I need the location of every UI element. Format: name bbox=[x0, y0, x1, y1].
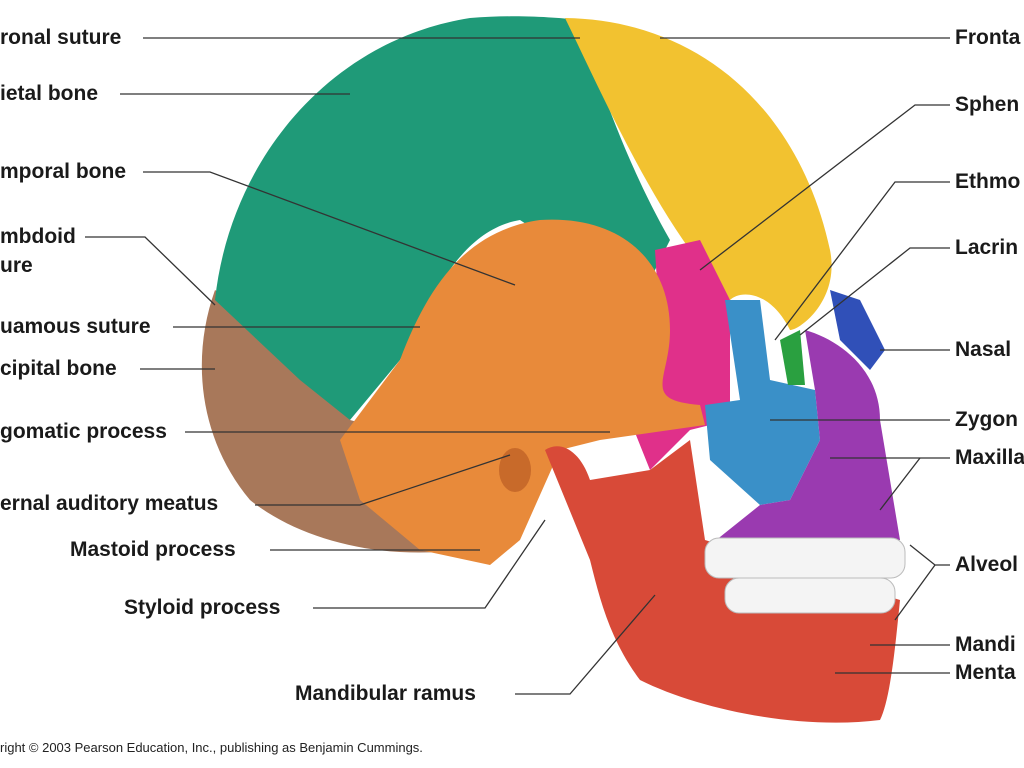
ethmoid-bone-shape bbox=[780, 330, 805, 385]
label-zygomatic-process: gomatic process bbox=[0, 420, 167, 443]
maxilla-bone-shape bbox=[710, 330, 900, 545]
label-styloid-process: Styloid process bbox=[124, 596, 281, 619]
label-mandible: Mandi bbox=[955, 633, 1016, 656]
label-zygomatic: Zygon bbox=[955, 408, 1018, 431]
label-maxilla: Maxilla bbox=[955, 446, 1024, 469]
label-occipital-bone: cipital bone bbox=[0, 357, 117, 380]
label-mandibular-ramus: Mandibular ramus bbox=[295, 682, 476, 705]
label-frontal: Fronta bbox=[955, 26, 1021, 49]
label-mental: Menta bbox=[955, 661, 1016, 684]
label-parietal-bone: ietal bone bbox=[0, 82, 99, 105]
label-sphenoid: Sphen bbox=[955, 93, 1020, 116]
external-auditory-meatus-shape bbox=[499, 448, 531, 492]
label-coronal-suture: ronal suture bbox=[0, 26, 122, 49]
label-lambdoid-suture-2: ure bbox=[0, 254, 33, 277]
temporal-bone-shape bbox=[340, 219, 705, 565]
label-temporal-bone: mporal bone bbox=[0, 160, 127, 183]
copyright-notice: right © 2003 Pearson Education, Inc., pu… bbox=[0, 740, 423, 755]
parietal-bone-shape bbox=[215, 16, 670, 421]
label-mastoid-process: Mastoid process bbox=[70, 538, 236, 561]
label-nasal: Nasal bbox=[955, 338, 1012, 361]
teeth bbox=[704, 537, 906, 614]
leader-lines bbox=[85, 37, 950, 695]
label-squamous-suture: uamous suture bbox=[0, 315, 151, 338]
zygomatic-bone-shape bbox=[705, 300, 820, 505]
label-ethmoid: Ethmo bbox=[955, 170, 1021, 193]
label-alveolar: Alveol bbox=[955, 553, 1019, 576]
nasal-bone-shape bbox=[830, 290, 885, 370]
label-lambdoid-suture-1: mbdoid bbox=[0, 225, 76, 248]
mandible-bone-shape bbox=[545, 440, 900, 723]
label-lacrimal: Lacrin bbox=[955, 236, 1019, 259]
frontal-bone-shape bbox=[565, 18, 832, 330]
label-external-auditory-meatus: ernal auditory meatus bbox=[0, 492, 219, 515]
